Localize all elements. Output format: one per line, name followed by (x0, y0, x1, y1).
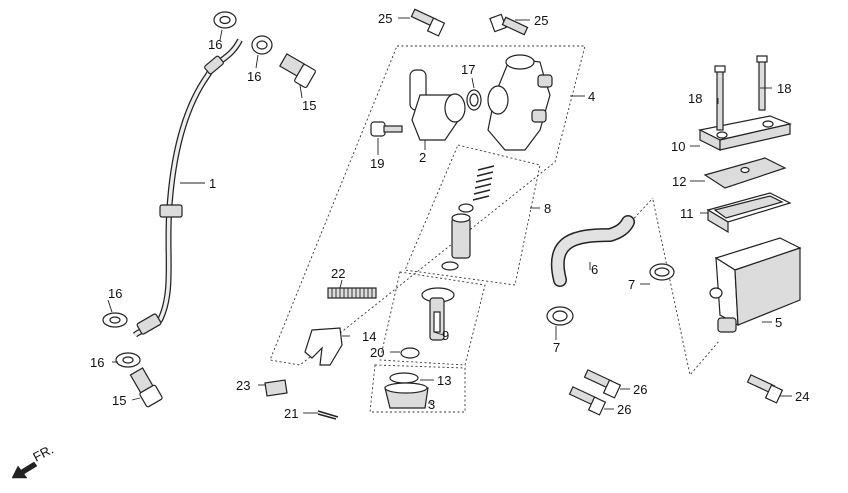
callout-19: 19 (370, 156, 384, 171)
hose-clamp-7-b (546, 306, 574, 326)
callout-23: 23 (236, 378, 250, 393)
piston-seal-ring (458, 203, 474, 213)
snap-ring-13 (389, 372, 419, 384)
piston-cup (441, 261, 459, 271)
front-direction-label: FR. (30, 442, 56, 465)
banjo-bolt-15-top (279, 53, 316, 89)
washer-16-d (115, 352, 141, 368)
bolt-26-b (568, 386, 607, 416)
callout-15-b: 15 (112, 393, 126, 408)
callout-5: 5 (775, 315, 782, 330)
push-rod (421, 287, 455, 341)
callout-16-c: 16 (108, 286, 122, 301)
washer-16-a (213, 11, 237, 29)
callout-26-a: 26 (633, 382, 647, 397)
callout-18-b: 18 (777, 81, 791, 96)
diaphragm-plate-12 (703, 157, 787, 189)
callout-12: 12 (672, 174, 686, 189)
callout-20: 20 (370, 345, 384, 360)
washer-16-b (251, 35, 273, 55)
callout-7-b: 7 (553, 340, 560, 355)
callout-11: 11 (680, 206, 694, 221)
bolt-26-a (583, 369, 622, 399)
hose-clamp-7-a (649, 263, 675, 281)
master-cylinder-body (487, 54, 553, 151)
leader-lines (107, 17, 792, 414)
callout-2: 2 (419, 150, 426, 165)
reservoir-5 (709, 237, 802, 333)
washer-16-c (102, 312, 128, 328)
spring-22 (327, 287, 377, 299)
callout-24: 24 (795, 389, 809, 404)
assembly-3-boundary (369, 364, 466, 413)
cotter-pin-21 (317, 410, 339, 420)
callout-7-a: 7 (628, 277, 635, 292)
front-direction-arrow-icon (11, 461, 38, 479)
callout-21: 21 (284, 406, 298, 421)
callout-1: 1 (209, 176, 216, 191)
assembly-9-boundary (379, 271, 486, 366)
o-ring-17 (466, 89, 482, 111)
piston (451, 213, 471, 259)
reservoir-boundary (652, 199, 721, 376)
hose-joint-2 (409, 69, 466, 141)
callout-26-b: 26 (617, 402, 631, 417)
cap-screw-18-a (714, 65, 726, 131)
callout-15-a: 15 (302, 98, 316, 113)
banjo-bolt-15-bottom (129, 367, 163, 408)
callout-22: 22 (331, 266, 345, 281)
dust-boot-3 (384, 382, 429, 409)
assembly-8-boundary (404, 144, 541, 286)
bolt-25-left (410, 8, 446, 37)
cap-screw-18-b (756, 55, 768, 111)
callout-8: 8 (544, 201, 551, 216)
callout-14: 14 (362, 329, 376, 344)
callout-18-a: 18 (688, 91, 702, 106)
reservoir-hose-6 (550, 215, 635, 287)
bolt-25-right (489, 13, 529, 36)
callout-16-d: 16 (90, 355, 104, 370)
callout-6: 6 (591, 262, 598, 277)
assembly-4-boundary (269, 45, 586, 366)
clevis-14 (304, 327, 343, 366)
callout-17: 17 (461, 62, 475, 77)
callout-10: 10 (671, 139, 685, 154)
brake-hose (132, 38, 243, 338)
callout-9: 9 (442, 328, 449, 343)
diaphragm-11 (706, 192, 792, 234)
cap-23 (264, 379, 288, 397)
bolt-24 (746, 374, 784, 404)
nut-20 (400, 347, 420, 359)
callout-3: 3 (428, 397, 435, 412)
callout-16-a: 16 (208, 37, 222, 52)
callout-4: 4 (588, 89, 595, 104)
reservoir-cap-10 (698, 115, 793, 151)
callout-25-b: 25 (534, 13, 548, 28)
callout-13: 13 (437, 373, 451, 388)
spring (472, 165, 495, 201)
bolt-19 (370, 121, 403, 137)
callout-16-b: 16 (247, 69, 261, 84)
callout-25-a: 25 (378, 11, 392, 26)
